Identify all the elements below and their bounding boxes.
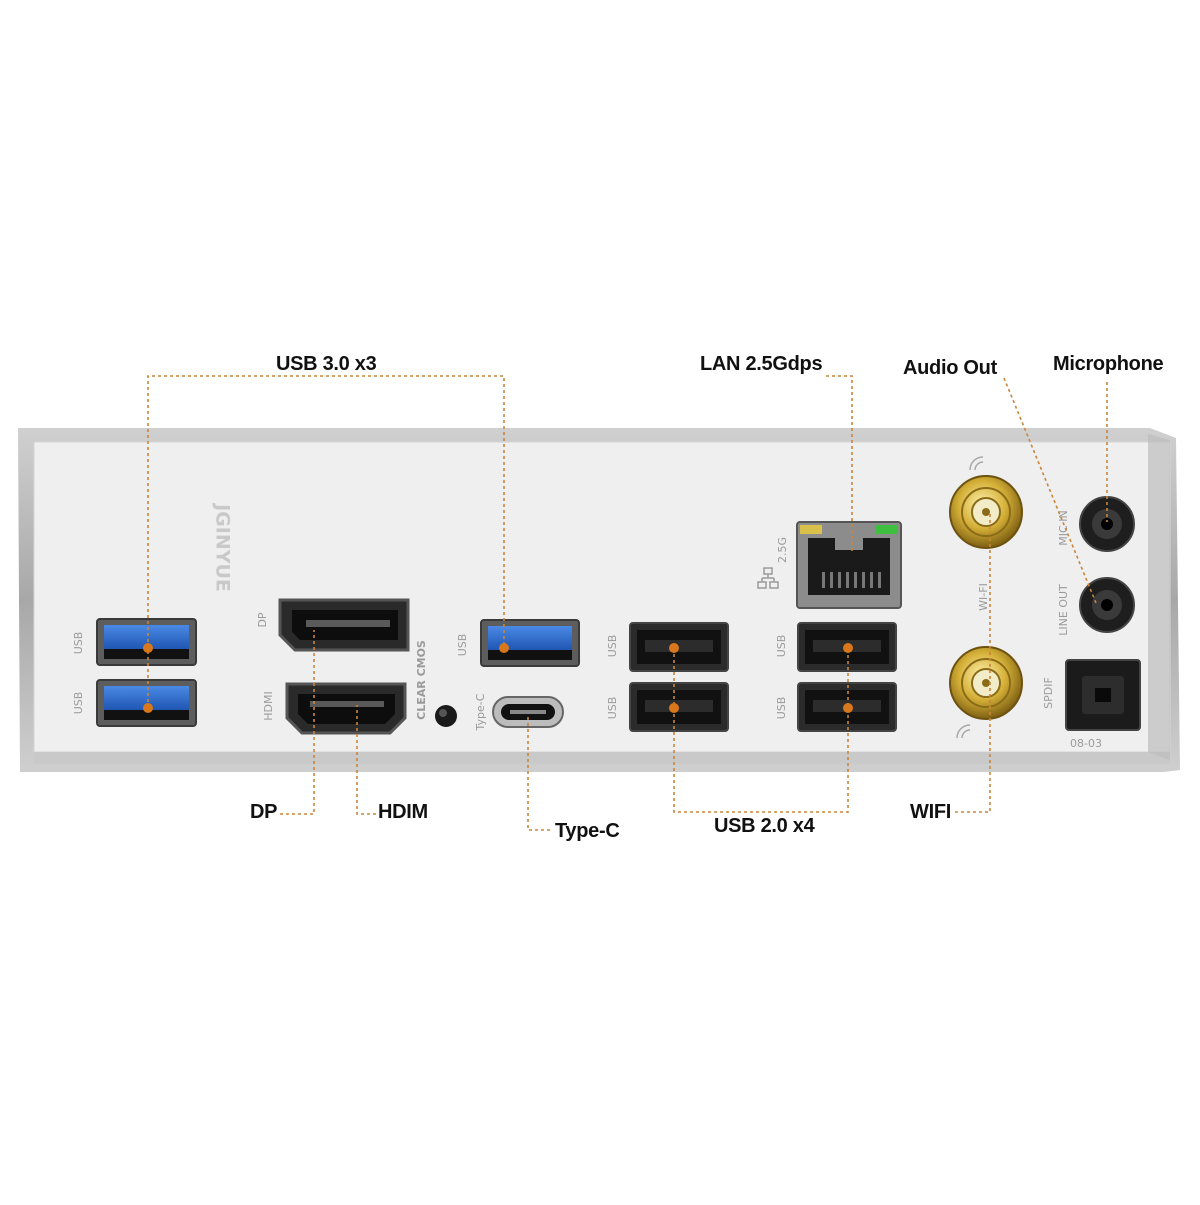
dot-usb3-middle <box>499 643 509 653</box>
silk-line-out: LINE OUT <box>1057 584 1070 636</box>
callout-microphone: Microphone <box>1053 353 1164 375</box>
usb2-port-2 <box>629 682 729 732</box>
silk-clear-cmos: CLEAR CMOS <box>415 640 428 720</box>
silkscreen-labels: USB USB DP HDMI CLEAR CMOS USB Type-C US… <box>72 510 1102 750</box>
usb3-port-bottom <box>96 679 197 727</box>
silk-hdmi: HDMI <box>262 691 275 720</box>
wifi-antenna-connector-top <box>949 475 1023 549</box>
brand-logo: JGINYUE <box>212 502 234 592</box>
callout-wifi: WIFI <box>910 801 952 823</box>
silk-usb-7: USB <box>775 697 788 720</box>
dot-usb2-4 <box>843 703 853 713</box>
leader-dp <box>280 630 315 815</box>
leader-usb30 <box>147 375 505 648</box>
dot-usb2-3 <box>843 643 853 653</box>
callout-typec: Type-C <box>555 820 620 842</box>
lan-network-icon <box>757 567 779 589</box>
leader-hdim <box>356 705 376 815</box>
usb2-port-1 <box>629 622 729 672</box>
dot-usb2-2 <box>669 703 679 713</box>
wifi-signal-icon-bottom <box>956 724 971 739</box>
dot-usb3-top <box>143 643 153 653</box>
type-c-port <box>492 696 564 728</box>
leader-lan <box>826 375 853 552</box>
callout-usb20: USB 2.0 x4 <box>714 815 815 837</box>
silk-usb-2: USB <box>72 692 85 715</box>
silk-type-c: Type-C <box>474 693 487 731</box>
microphone-jack <box>1079 496 1135 552</box>
callout-audio-out: Audio Out <box>903 357 997 379</box>
wifi-signal-icon-top <box>969 456 984 471</box>
callout-dp: DP <box>250 801 278 823</box>
usb3-port-middle <box>480 619 580 667</box>
spdif-port <box>1065 659 1141 731</box>
indicator-dots <box>143 643 853 713</box>
usb3-port-top <box>96 618 197 666</box>
wifi-antenna-connector-bottom <box>949 646 1023 720</box>
hdmi-port <box>285 682 407 735</box>
callout-hdim: HDIM <box>378 801 428 823</box>
leader-audio-out <box>1003 377 1097 604</box>
brand-text: JGINYUE <box>212 502 234 592</box>
leader-typec <box>527 716 550 831</box>
silk-usb-5: USB <box>606 697 619 720</box>
silk-spdif: SPDIF <box>1042 677 1055 709</box>
silk-usb-1: USB <box>72 632 85 655</box>
silk-usb-6: USB <box>775 635 788 658</box>
callout-usb30: USB 3.0 x3 <box>276 353 377 375</box>
silk-code: 08-03 <box>1070 737 1102 750</box>
leader-usb20 <box>673 648 849 813</box>
displayport-port <box>278 598 410 652</box>
dot-usb3-bottom <box>143 703 153 713</box>
usb2-port-4 <box>797 682 897 732</box>
silk-usb-3: USB <box>456 634 469 657</box>
silk-wifi: WI-FI <box>977 583 990 611</box>
silk-dp: DP <box>256 612 269 627</box>
clear-cmos-button <box>435 705 457 727</box>
dot-usb2-1 <box>669 643 679 653</box>
leader-lines <box>147 375 1108 831</box>
silk-lan-speed: 2.5G <box>776 537 789 563</box>
silk-mic-in: MIC IN <box>1057 510 1070 545</box>
silk-usb-4: USB <box>606 635 619 658</box>
callout-lan: LAN 2.5Gdps <box>700 353 823 375</box>
lan-port <box>796 521 902 609</box>
line-out-jack <box>1079 577 1135 633</box>
